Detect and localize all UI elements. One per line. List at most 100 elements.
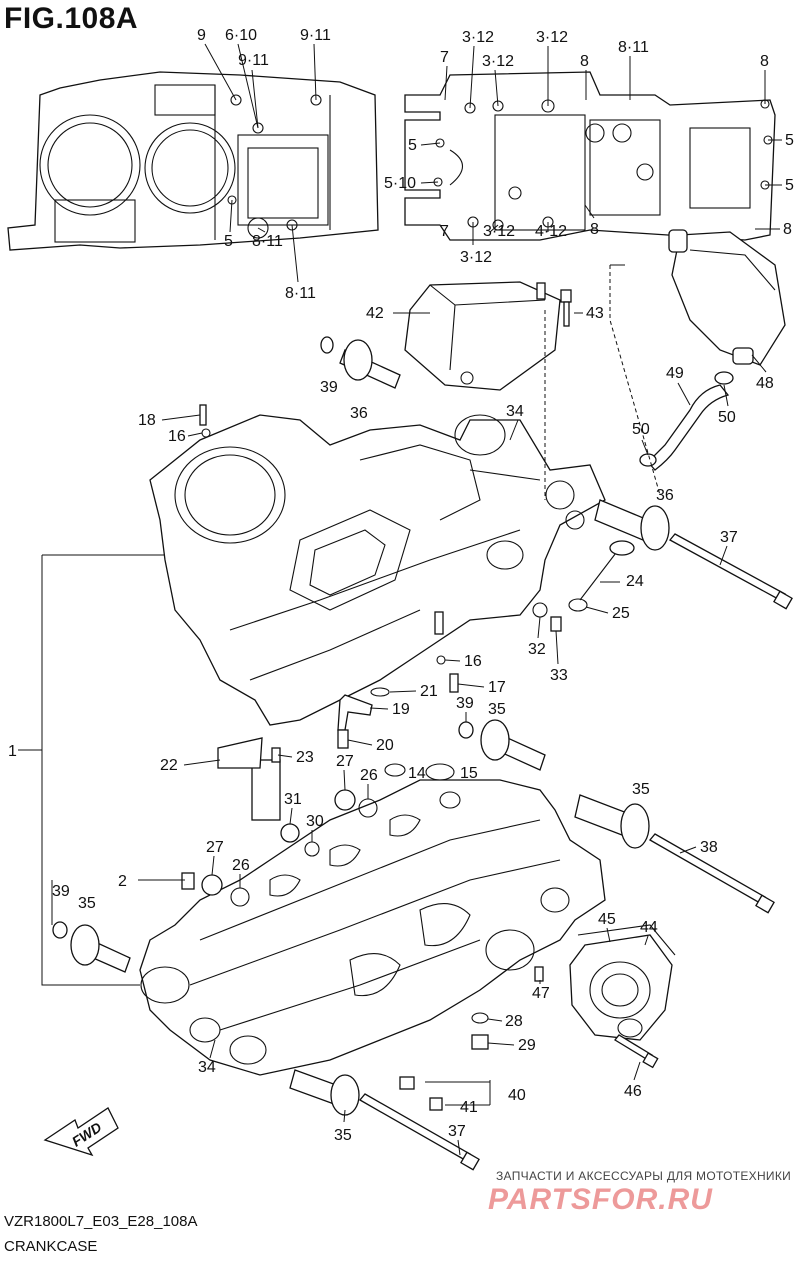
- callout-25: 25: [612, 605, 630, 622]
- callout-leaders: [161, 43, 782, 1156]
- callout-35: 35: [488, 701, 506, 718]
- callout-9: 9: [197, 27, 206, 44]
- part-36-sleeve-upper: [320, 336, 401, 389]
- callout-21: 21: [420, 683, 438, 700]
- callout-39: 39: [320, 379, 338, 396]
- callout-14: 14: [408, 765, 426, 782]
- callout-15: 15: [460, 765, 478, 782]
- callout-5: 5: [785, 132, 794, 149]
- callout-31: 31: [284, 791, 302, 808]
- callout-3-12: 3·12: [536, 29, 568, 46]
- part-35-sleeve-c: [52, 921, 131, 973]
- callout-5: 5: [408, 137, 417, 154]
- callout-34: 34: [198, 1059, 216, 1076]
- crankcase-face-view-left: [7, 71, 379, 251]
- part-36-sleeve-right: [594, 499, 670, 551]
- callout-27: 27: [336, 753, 354, 770]
- callout-42: 42: [366, 305, 384, 322]
- callout-24: 24: [626, 573, 644, 590]
- part-42-cover: [404, 281, 561, 391]
- callout-9-11: 9·11: [300, 27, 331, 44]
- callout-2: 2: [118, 873, 127, 890]
- callout-22: 22: [160, 757, 178, 774]
- watermark-tagline: ЗАПЧАСТИ И АКСЕССУАРЫ ДЛЯ МОТОТЕХНИКИ: [496, 1169, 792, 1183]
- callout-8: 8: [783, 221, 792, 238]
- callout-16: 16: [168, 428, 186, 445]
- figure-title: FIG.108A: [4, 2, 139, 35]
- crankcase-face-view-right: [404, 71, 776, 241]
- part-44-cover: [569, 924, 676, 1041]
- callout-7: 7: [440, 49, 449, 66]
- callout-17: 17: [488, 679, 506, 696]
- callout-26: 26: [232, 857, 250, 874]
- part-38-bolt: [649, 833, 775, 914]
- callout-41: 41: [460, 1099, 478, 1116]
- callout-27: 27: [206, 839, 224, 856]
- callout-7: 7: [440, 223, 449, 240]
- part-37-bolt-upper: [668, 533, 793, 610]
- callout-29: 29: [518, 1037, 536, 1054]
- callout-44: 44: [640, 919, 658, 936]
- callout-6-10: 6·10: [225, 27, 257, 44]
- callout-32: 32: [528, 641, 546, 658]
- part-48-cover: [668, 229, 786, 366]
- callout-labels: 9 6·10 9·11 9·11 5 8·11 8·11 3·12 3·12 3…: [8, 27, 794, 1144]
- callout-37: 37: [448, 1123, 466, 1140]
- figure-code: VZR1800L7_E03_E28_108A: [4, 1213, 198, 1230]
- part-46-bolt: [614, 1034, 659, 1069]
- callout-50: 50: [718, 409, 736, 426]
- callout-16: 16: [464, 653, 482, 670]
- callout-46: 46: [624, 1083, 642, 1100]
- watermark-logo: PARTSFOR.RU: [488, 1183, 713, 1216]
- fwd-arrow: FWD: [43, 1107, 119, 1157]
- callout-40: 40: [508, 1087, 526, 1104]
- callout-35: 35: [632, 781, 650, 798]
- callout-3-12: 3·12: [482, 53, 514, 70]
- callout-38: 38: [700, 839, 718, 856]
- callout-8-11: 8·11: [285, 285, 316, 302]
- leader-lines: [18, 264, 661, 1106]
- callout-8-11: 8·11: [618, 39, 649, 56]
- callout-18: 18: [138, 412, 156, 429]
- callout-8: 8: [580, 53, 589, 70]
- callout-5-10: 5·10: [384, 175, 416, 192]
- callout-3-12: 3·12: [462, 29, 494, 46]
- callout-34: 34: [506, 403, 524, 420]
- upper-crankcase: [149, 414, 606, 726]
- callout-39: 39: [456, 695, 474, 712]
- callout-4-12: 4·12: [535, 223, 567, 240]
- callout-5: 5: [224, 233, 233, 250]
- callout-8: 8: [760, 53, 769, 70]
- callout-39: 39: [52, 883, 70, 900]
- callout-5: 5: [785, 177, 794, 194]
- callout-19: 19: [392, 701, 410, 718]
- callout-20: 20: [376, 737, 394, 754]
- callout-50: 50: [632, 421, 650, 438]
- callout-9-11: 9·11: [238, 52, 269, 69]
- part-35-sleeve-b: [574, 794, 650, 849]
- callout-23: 23: [296, 749, 314, 766]
- callout-3-12: 3·12: [483, 223, 515, 240]
- callout-28: 28: [505, 1013, 523, 1030]
- callout-43: 43: [586, 305, 604, 322]
- figure-name: CRANKCASE: [4, 1238, 98, 1255]
- callout-35: 35: [334, 1127, 352, 1144]
- callout-33: 33: [550, 667, 568, 684]
- callout-36: 36: [656, 487, 674, 504]
- callout-36: 36: [350, 405, 368, 422]
- part-49-hose: [647, 384, 730, 471]
- callout-47: 47: [532, 985, 550, 1002]
- callout-1: 1: [8, 743, 17, 760]
- callout-45: 45: [598, 911, 616, 928]
- callout-37: 37: [720, 529, 738, 546]
- part-37-bolt-lower: [359, 1093, 480, 1171]
- callout-3-12: 3·12: [460, 249, 492, 266]
- callout-8: 8: [590, 221, 599, 238]
- callout-26: 26: [360, 767, 378, 784]
- callout-35: 35: [78, 895, 96, 912]
- part-35-sleeve-a: [458, 719, 546, 771]
- part-35-sleeve-d: [289, 1069, 360, 1116]
- callout-8-11: 8·11: [252, 233, 283, 250]
